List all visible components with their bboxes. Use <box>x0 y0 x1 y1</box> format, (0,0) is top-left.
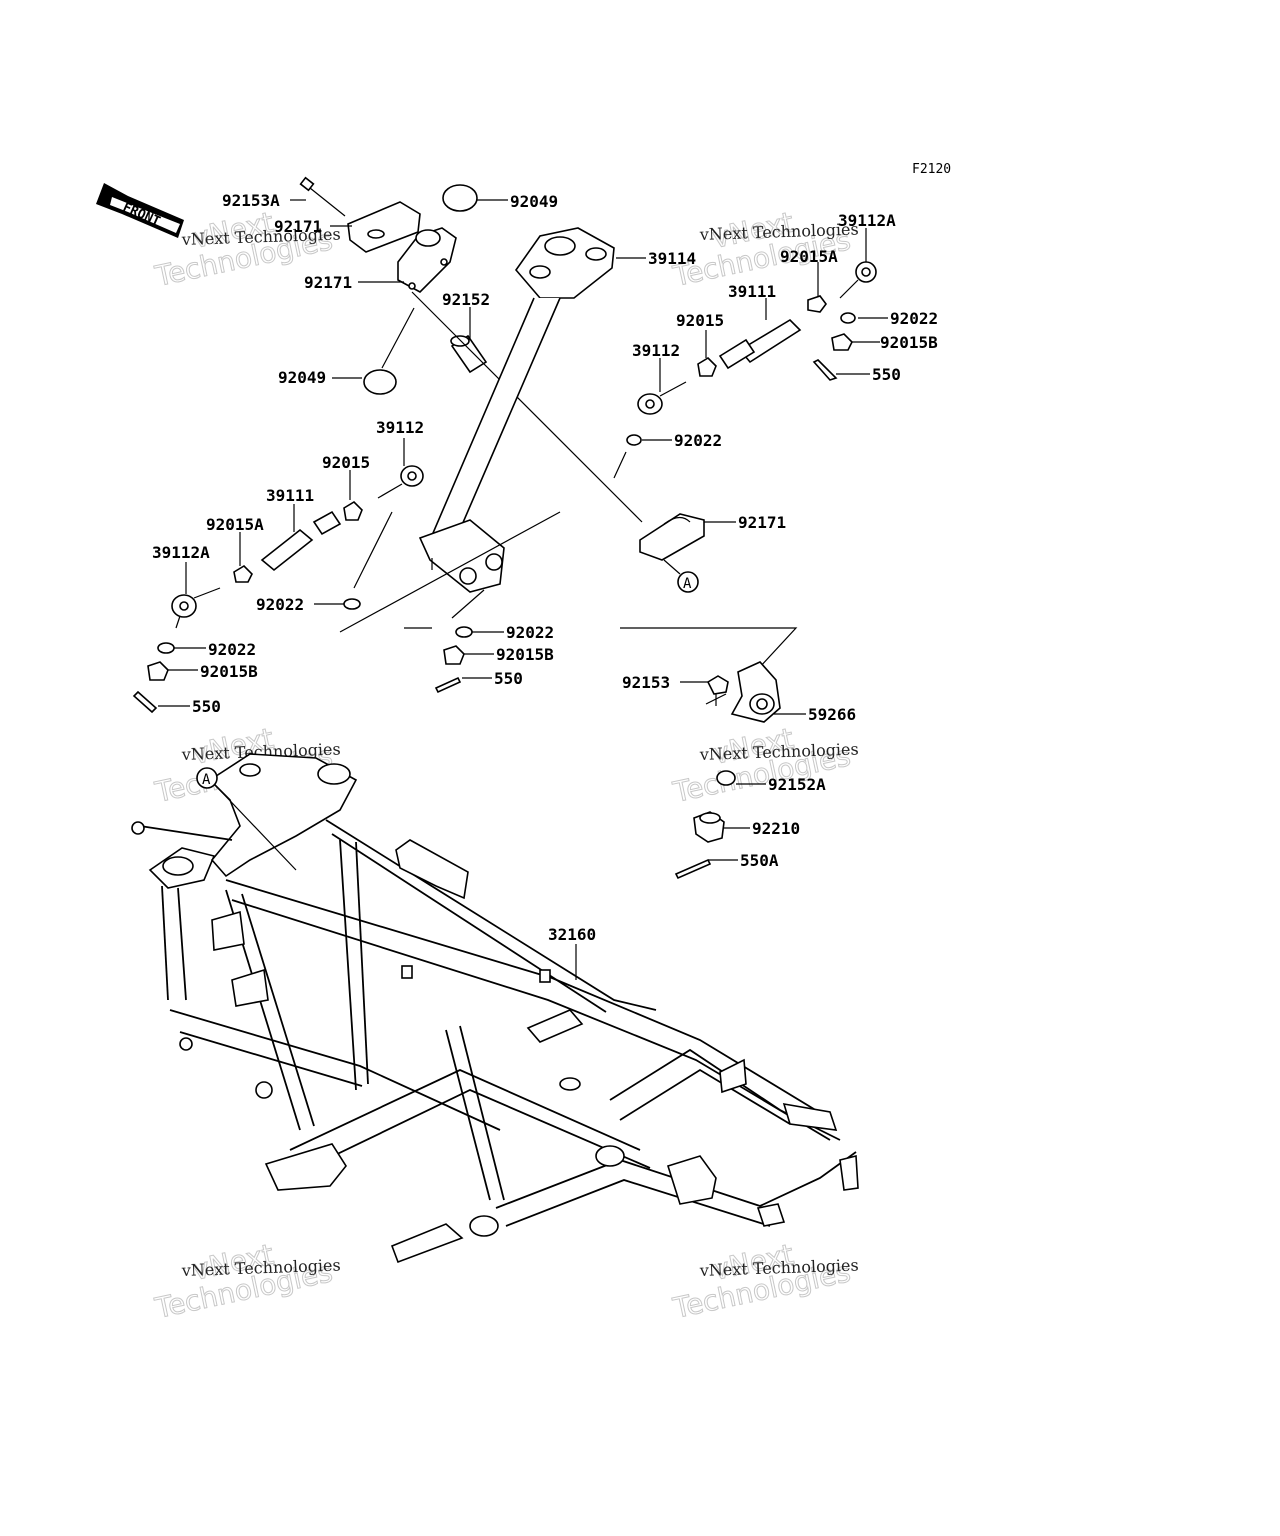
part-label-92171[interactable]: 92171 <box>304 273 352 292</box>
part-label-39111[interactable]: 39111 <box>728 282 776 301</box>
part-label-39112A[interactable]: 39112A <box>152 543 210 562</box>
part-label-92015B[interactable]: 92015B <box>880 333 938 352</box>
group-bracket-lines <box>339 511 798 705</box>
part-label-92015[interactable]: 92015 <box>676 311 724 330</box>
part-label-92022[interactable]: 92022 <box>674 431 722 450</box>
part-label-92171[interactable]: 92171 <box>738 513 786 532</box>
plate-92171-right <box>639 513 705 561</box>
part-labels: 92153A 92049 92171 92171 92152 92049 391… <box>152 191 938 944</box>
castle-nut-92015B-left <box>147 661 169 681</box>
nut-92015A-right <box>807 295 827 313</box>
washer-92022-left-1 <box>343 598 361 610</box>
ref-mark-A-right: A <box>677 571 699 593</box>
washer-92022-right-2 <box>626 434 642 446</box>
oring-92049-low <box>363 369 397 395</box>
nut-92015-right <box>697 356 717 377</box>
steering-shaft-39114 <box>418 227 615 593</box>
part-label-39112A[interactable]: 39112A <box>838 211 896 230</box>
part-label-92049[interactable]: 92049 <box>278 368 326 387</box>
part-label-59266[interactable]: 59266 <box>808 705 856 724</box>
part-label-92015B[interactable]: 92015B <box>200 662 258 681</box>
part-label-550[interactable]: 550 <box>494 669 523 688</box>
main-frame-32160 <box>131 753 859 1264</box>
castle-nut-92015B-right <box>831 333 853 351</box>
tie-rod-end-39112-left <box>377 465 424 499</box>
cotter-pin-550-center <box>434 676 462 694</box>
part-label-550[interactable]: 550 <box>192 697 221 716</box>
collar-92152 <box>450 334 488 374</box>
tie-rod-39111-left <box>260 510 342 572</box>
svg-text:A: A <box>202 772 211 788</box>
washer-92022-right-1 <box>840 312 856 324</box>
tie-rod-39111-right <box>718 318 802 370</box>
watermark: Technologies vNext vNext Technologies <box>669 1237 859 1325</box>
part-label-92015A[interactable]: 92015A <box>206 515 264 534</box>
nut-92015-left <box>343 500 363 521</box>
part-label-92015B[interactable]: 92015B <box>496 645 554 664</box>
nut-92015A-left <box>233 564 253 583</box>
part-label-92015[interactable]: 92015 <box>322 453 370 472</box>
part-label-92049[interactable]: 92049 <box>510 192 558 211</box>
cotter-pin-550-left <box>132 690 158 714</box>
oring-92049-top <box>442 184 478 212</box>
bracket-59266 <box>730 661 781 723</box>
castle-nut-92015B-center <box>443 645 465 665</box>
part-label-39111[interactable]: 39111 <box>266 486 314 505</box>
part-label-92153[interactable]: 92153 <box>622 673 670 692</box>
part-label-32160[interactable]: 32160 <box>548 925 596 944</box>
part-label-92152A[interactable]: 92152A <box>768 775 826 794</box>
bolt-92153 <box>706 675 729 706</box>
part-label-92153A[interactable]: 92153A <box>222 191 280 210</box>
figure-code: F2120 <box>912 162 951 177</box>
part-label-92022[interactable]: 92022 <box>208 640 256 659</box>
tie-rod-end-39112A-right <box>839 261 877 299</box>
clamp-lower-92171 <box>397 227 457 293</box>
leader-lines <box>158 199 888 980</box>
washer-92022-center <box>455 626 473 638</box>
washer-92022-left-2 <box>157 642 175 654</box>
watermark: Technologies vNext vNext Technologies <box>151 1237 341 1325</box>
part-label-39112[interactable]: 39112 <box>632 341 680 360</box>
part-label-92022[interactable]: 92022 <box>506 623 554 642</box>
cotter-pin-550-right <box>812 359 838 381</box>
part-label-39114[interactable]: 39114 <box>648 249 696 268</box>
tie-rod-end-39112-right <box>637 381 687 415</box>
part-label-550A[interactable]: 550A <box>740 851 779 870</box>
cotter-pin-550A <box>674 858 712 880</box>
part-label-92171[interactable]: 92171 <box>274 217 322 236</box>
part-label-92210[interactable]: 92210 <box>752 819 800 838</box>
part-label-550[interactable]: 550 <box>872 365 901 384</box>
clamp-cap-92171 <box>347 201 421 253</box>
watermark: Technologies vNext vNext Technologies <box>669 205 859 293</box>
part-label-92022[interactable]: 92022 <box>256 595 304 614</box>
ref-mark-A-frame: A <box>196 767 218 789</box>
bolt-92153A <box>299 176 348 217</box>
nut-92210 <box>693 811 725 843</box>
svg-text:A: A <box>683 576 692 592</box>
part-label-92152[interactable]: 92152 <box>442 290 490 309</box>
part-label-92015A[interactable]: 92015A <box>780 247 838 266</box>
front-arrow-icon: FRONT <box>96 183 184 238</box>
watermark: Technologies vNext vNext Technologies <box>669 721 859 809</box>
part-label-92022[interactable]: 92022 <box>890 309 938 328</box>
part-label-39112[interactable]: 39112 <box>376 418 424 437</box>
tie-rod-end-39112A-left <box>171 587 221 629</box>
washer-92152A <box>716 770 736 786</box>
